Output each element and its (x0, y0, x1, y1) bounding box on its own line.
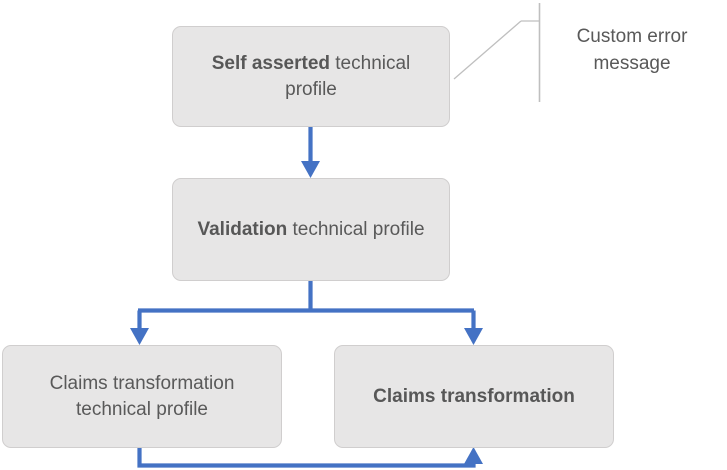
node-validation-technical-profile[interactable]: Validation technical profile (172, 178, 450, 281)
callout-custom-error-message: Custom error message (556, 24, 708, 78)
edge-feedback-path (137, 448, 476, 468)
node-claims-transformation[interactable]: Claims transformation (334, 345, 614, 448)
callout-line-2: message (593, 52, 671, 74)
callout-leader-diagonal-line (453, 20, 522, 80)
node-self-asserted-label-rest: technical profile (285, 53, 411, 100)
node-self-asserted-label: Self asserted technical profile (187, 51, 435, 101)
arrowhead-down-right-icon (464, 328, 483, 345)
arrowhead-down-icon (301, 161, 320, 178)
node-validation-label: Validation technical profile (187, 217, 435, 242)
node-claims-transformation-label: Claims transformation (349, 384, 599, 409)
node-claims-transformation-technical-profile[interactable]: Claims transformation technical profile (2, 345, 282, 448)
callout-leader-group (453, 3, 541, 102)
node-claims-transformation-label-bold: Claims transformation (373, 385, 575, 407)
edge-validation-branch (130, 281, 483, 345)
node-validation-label-bold: Validation (197, 218, 288, 240)
arrowhead-down-left-icon (130, 328, 149, 345)
node-self-asserted-label-bold: Self asserted (211, 53, 330, 75)
arrowhead-up-icon (464, 447, 483, 464)
node-claims-transformation-profile-label: Claims transformation technical profile (49, 373, 235, 420)
callout-line-1: Custom error (576, 26, 688, 47)
node-self-asserted-technical-profile[interactable]: Self asserted technical profile (172, 26, 450, 127)
edge-claims-profile-to-claims-transformation (137, 447, 483, 468)
edge-self-asserted-to-validation (301, 127, 320, 178)
node-validation-label-rest: technical profile (287, 218, 425, 240)
